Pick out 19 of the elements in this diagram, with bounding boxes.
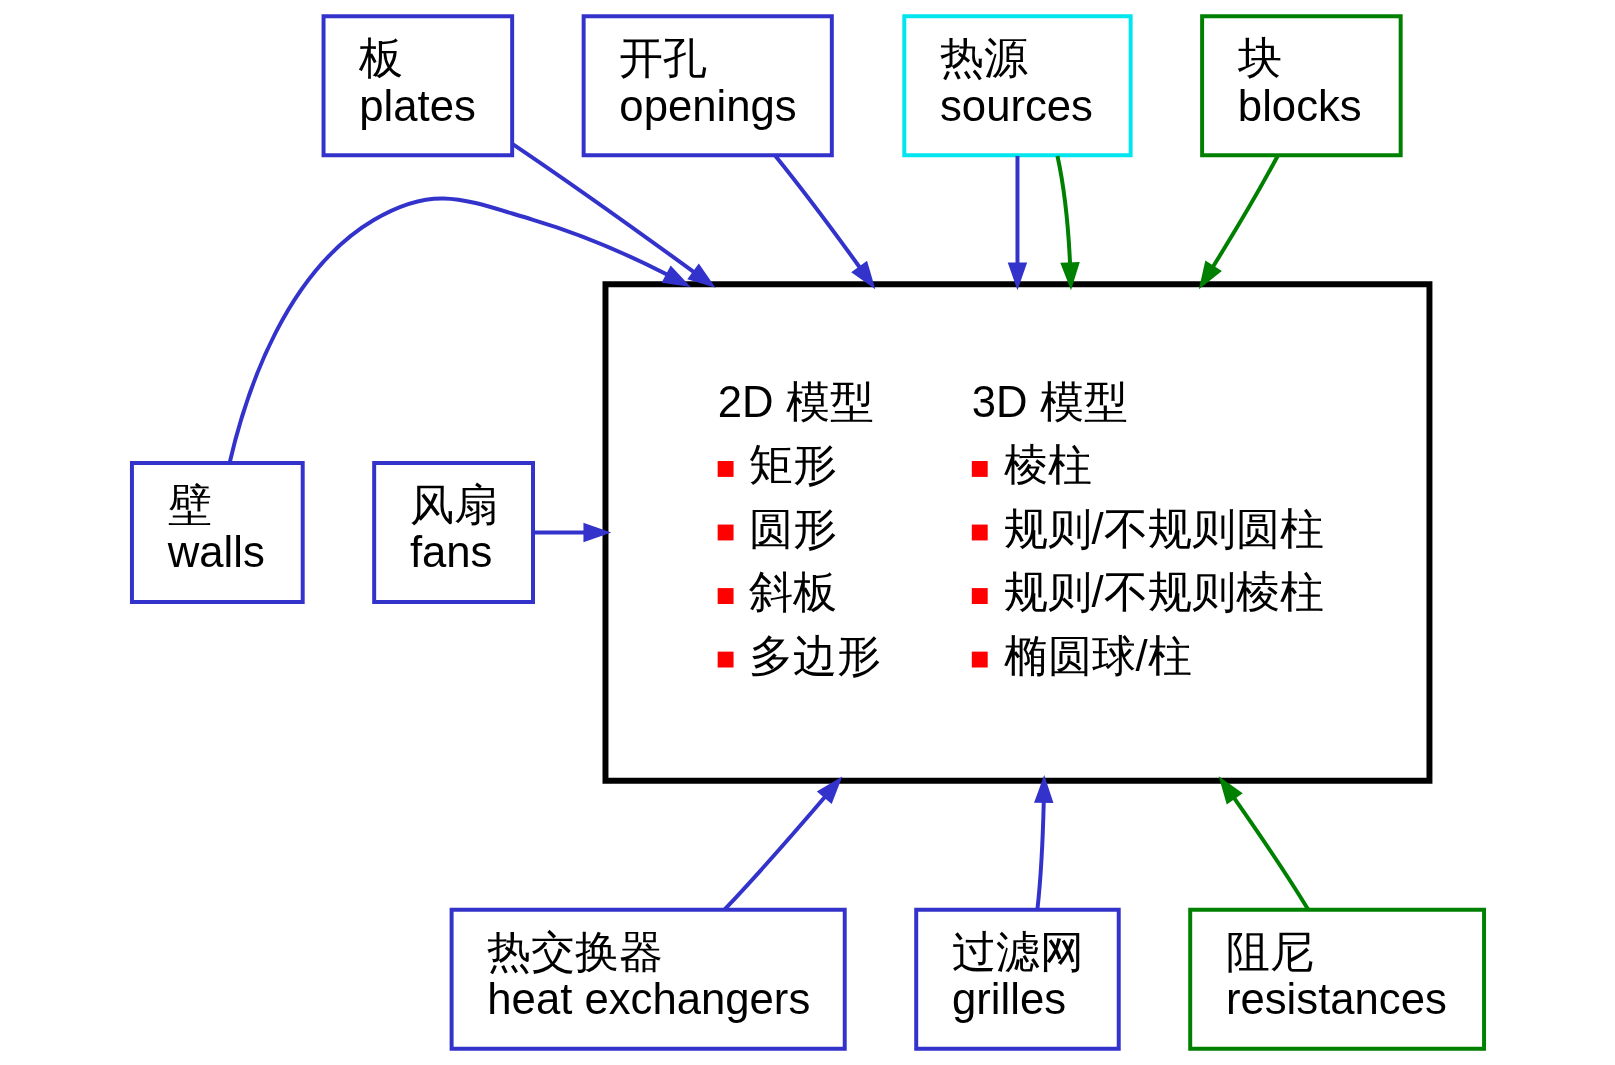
node-box: 板 plates — [321, 14, 514, 158]
node-box: 阻尼 resistances — [1187, 907, 1486, 1051]
node-box: 2D 模型 矩形 圆形 斜板 多边形 3D 模型 棱柱 规则/不规则圆柱 规则/不规则棱柱 椭圆球/柱 — [602, 281, 1432, 784]
arrow — [773, 154, 875, 290]
node-box: 开孔 openings — [581, 14, 834, 158]
arrow — [227, 196, 691, 464]
node-box: 壁 walls — [129, 461, 305, 604]
node-box: 过滤网 grilles — [913, 907, 1121, 1051]
arrow — [532, 522, 611, 543]
arrow — [1198, 155, 1279, 290]
arrow — [722, 776, 842, 911]
arrow — [1218, 776, 1310, 911]
arrow — [1007, 155, 1027, 291]
node-box: 风扇 fans — [371, 461, 535, 604]
arrow — [1055, 155, 1080, 291]
node-box: 块 blocks — [1199, 14, 1403, 158]
node-box: 热交换器 heat exchangers — [449, 907, 847, 1051]
node-box: 热源 sources — [901, 14, 1133, 158]
arrow — [1033, 775, 1053, 910]
